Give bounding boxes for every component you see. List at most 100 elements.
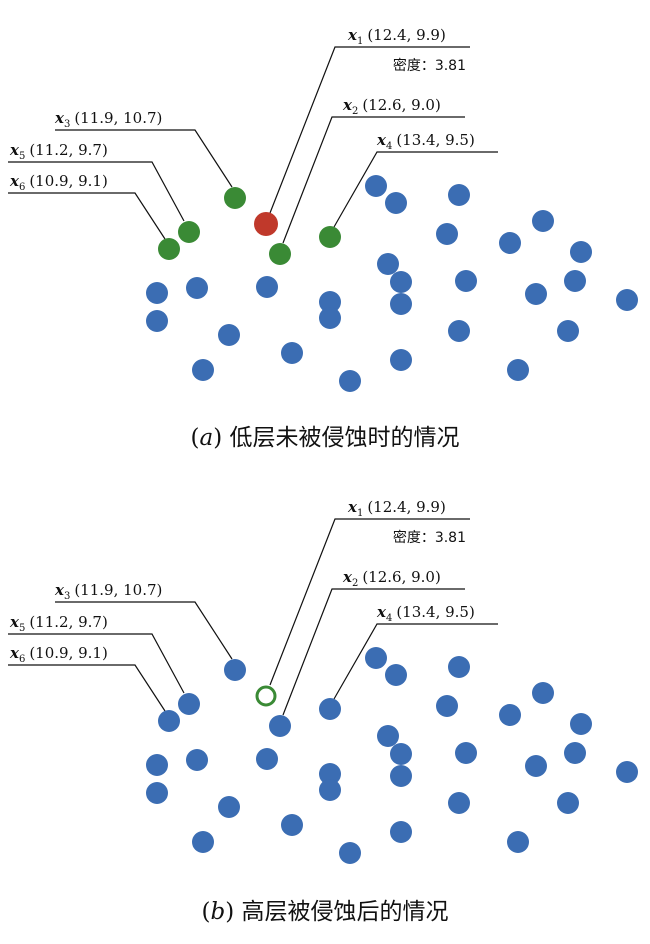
leader-line-x3 bbox=[55, 601, 233, 660]
data-point bbox=[319, 779, 341, 801]
leader-line-x5 bbox=[8, 633, 185, 694]
label-x3: x3(11.9, 10.7) bbox=[54, 581, 162, 602]
caption-a: (a) 低层未被侵蚀时的情况 bbox=[190, 425, 460, 451]
data-point bbox=[339, 370, 361, 392]
density-label-text: 密度： bbox=[393, 529, 435, 546]
data-point bbox=[186, 277, 208, 299]
label-x1-var: x bbox=[347, 26, 358, 44]
label-x5: x5 (11.2, 9.7) bbox=[9, 613, 108, 634]
caption-a-text: 低层未被侵蚀时的情况 bbox=[229, 425, 460, 451]
label-x4: x4(13.4, 9.5) bbox=[376, 131, 475, 152]
label-x3-coords: (11.9, 10.7) bbox=[74, 581, 162, 599]
label-x1-sub: 1 bbox=[357, 36, 363, 47]
data-point bbox=[390, 821, 412, 843]
label-x5-coords: (11.2, 9.7) bbox=[29, 613, 108, 631]
data-point bbox=[218, 796, 240, 818]
point-x4 bbox=[319, 698, 341, 720]
data-point bbox=[507, 831, 529, 853]
data-point bbox=[448, 792, 470, 814]
data-point bbox=[570, 241, 592, 263]
label-x1-var: x bbox=[347, 498, 358, 516]
data-point bbox=[532, 210, 554, 232]
label-x2: x2(12.6, 9.0) bbox=[342, 568, 441, 589]
data-point bbox=[499, 232, 521, 254]
leader-line-x3 bbox=[55, 129, 233, 188]
data-point bbox=[390, 349, 412, 371]
leader-line-x1 bbox=[269, 518, 470, 686]
data-point bbox=[448, 656, 470, 678]
density-label-text: 密度： bbox=[393, 57, 435, 74]
label-x5-var: x bbox=[9, 613, 20, 631]
data-point bbox=[319, 291, 341, 313]
caption-b-letter: b bbox=[210, 899, 226, 925]
label-x2-var: x bbox=[342, 568, 353, 586]
label-x3-var: x bbox=[54, 581, 65, 599]
data-point bbox=[436, 695, 458, 717]
leader-line-x4 bbox=[333, 151, 498, 228]
point-x4 bbox=[319, 226, 341, 248]
data-point bbox=[507, 359, 529, 381]
data-point bbox=[256, 748, 278, 770]
leader-line-x6 bbox=[8, 192, 166, 240]
label-x2-sub: 2 bbox=[352, 578, 358, 589]
leader-line-x1 bbox=[269, 46, 470, 214]
data-point bbox=[281, 814, 303, 836]
data-point bbox=[385, 664, 407, 686]
caption-b: (b) 高层被侵蚀后的情况 bbox=[201, 899, 449, 925]
leader-line-x5 bbox=[8, 161, 185, 222]
data-point bbox=[146, 282, 168, 304]
label-x6: x6(10.9, 9.1) bbox=[9, 172, 108, 193]
data-point bbox=[570, 713, 592, 735]
data-point bbox=[390, 765, 412, 787]
label-x6-coords: (10.9, 9.1) bbox=[29, 172, 108, 190]
data-point bbox=[365, 175, 387, 197]
data-point bbox=[499, 704, 521, 726]
label-x6: x6(10.9, 9.1) bbox=[9, 644, 108, 665]
label-x6-var: x bbox=[9, 644, 20, 662]
point-x1-eroded bbox=[255, 685, 277, 707]
data-point bbox=[557, 792, 579, 814]
label-x1-coords: (12.4, 9.9) bbox=[367, 26, 446, 44]
data-point bbox=[365, 647, 387, 669]
data-point bbox=[319, 763, 341, 785]
label-x4-coords: (13.4, 9.5) bbox=[396, 603, 475, 621]
label-x3: x3(11.9, 10.7) bbox=[54, 109, 162, 130]
data-point bbox=[557, 320, 579, 342]
label-x6-sub: 6 bbox=[19, 654, 25, 665]
data-point bbox=[146, 310, 168, 332]
data-point bbox=[146, 754, 168, 776]
label-x1-sub: 1 bbox=[357, 508, 363, 519]
label-x5-var: x bbox=[9, 141, 20, 159]
point-x5 bbox=[178, 693, 200, 715]
label-x2-var: x bbox=[342, 96, 353, 114]
point-x1-selected bbox=[254, 212, 278, 236]
leader-line-x2 bbox=[282, 116, 465, 244]
point-x5 bbox=[178, 221, 200, 243]
label-x2-coords: (12.6, 9.0) bbox=[362, 96, 441, 114]
data-point bbox=[385, 192, 407, 214]
label-x5-sub: 5 bbox=[19, 623, 25, 634]
label-x2-sub: 2 bbox=[352, 106, 358, 117]
data-point bbox=[218, 324, 240, 346]
data-point bbox=[192, 359, 214, 381]
data-point bbox=[436, 223, 458, 245]
data-point bbox=[390, 743, 412, 765]
data-point bbox=[564, 270, 586, 292]
point-x3 bbox=[224, 659, 246, 681]
label-x4-var: x bbox=[376, 131, 387, 149]
data-point bbox=[564, 742, 586, 764]
data-point bbox=[192, 831, 214, 853]
label-x4: x4(13.4, 9.5) bbox=[376, 603, 475, 624]
data-point bbox=[377, 725, 399, 747]
label-x2: x2 (12.6, 9.0) bbox=[342, 96, 441, 117]
point-x3 bbox=[224, 187, 246, 209]
caption-b-text: 高层被侵蚀后的情况 bbox=[241, 899, 449, 925]
label-x5: x5(11.2, 9.7) bbox=[9, 141, 108, 162]
point-x6 bbox=[158, 710, 180, 732]
label-x4-sub: 4 bbox=[386, 613, 392, 624]
caption-a-letter: a bbox=[199, 425, 214, 451]
data-point bbox=[532, 682, 554, 704]
